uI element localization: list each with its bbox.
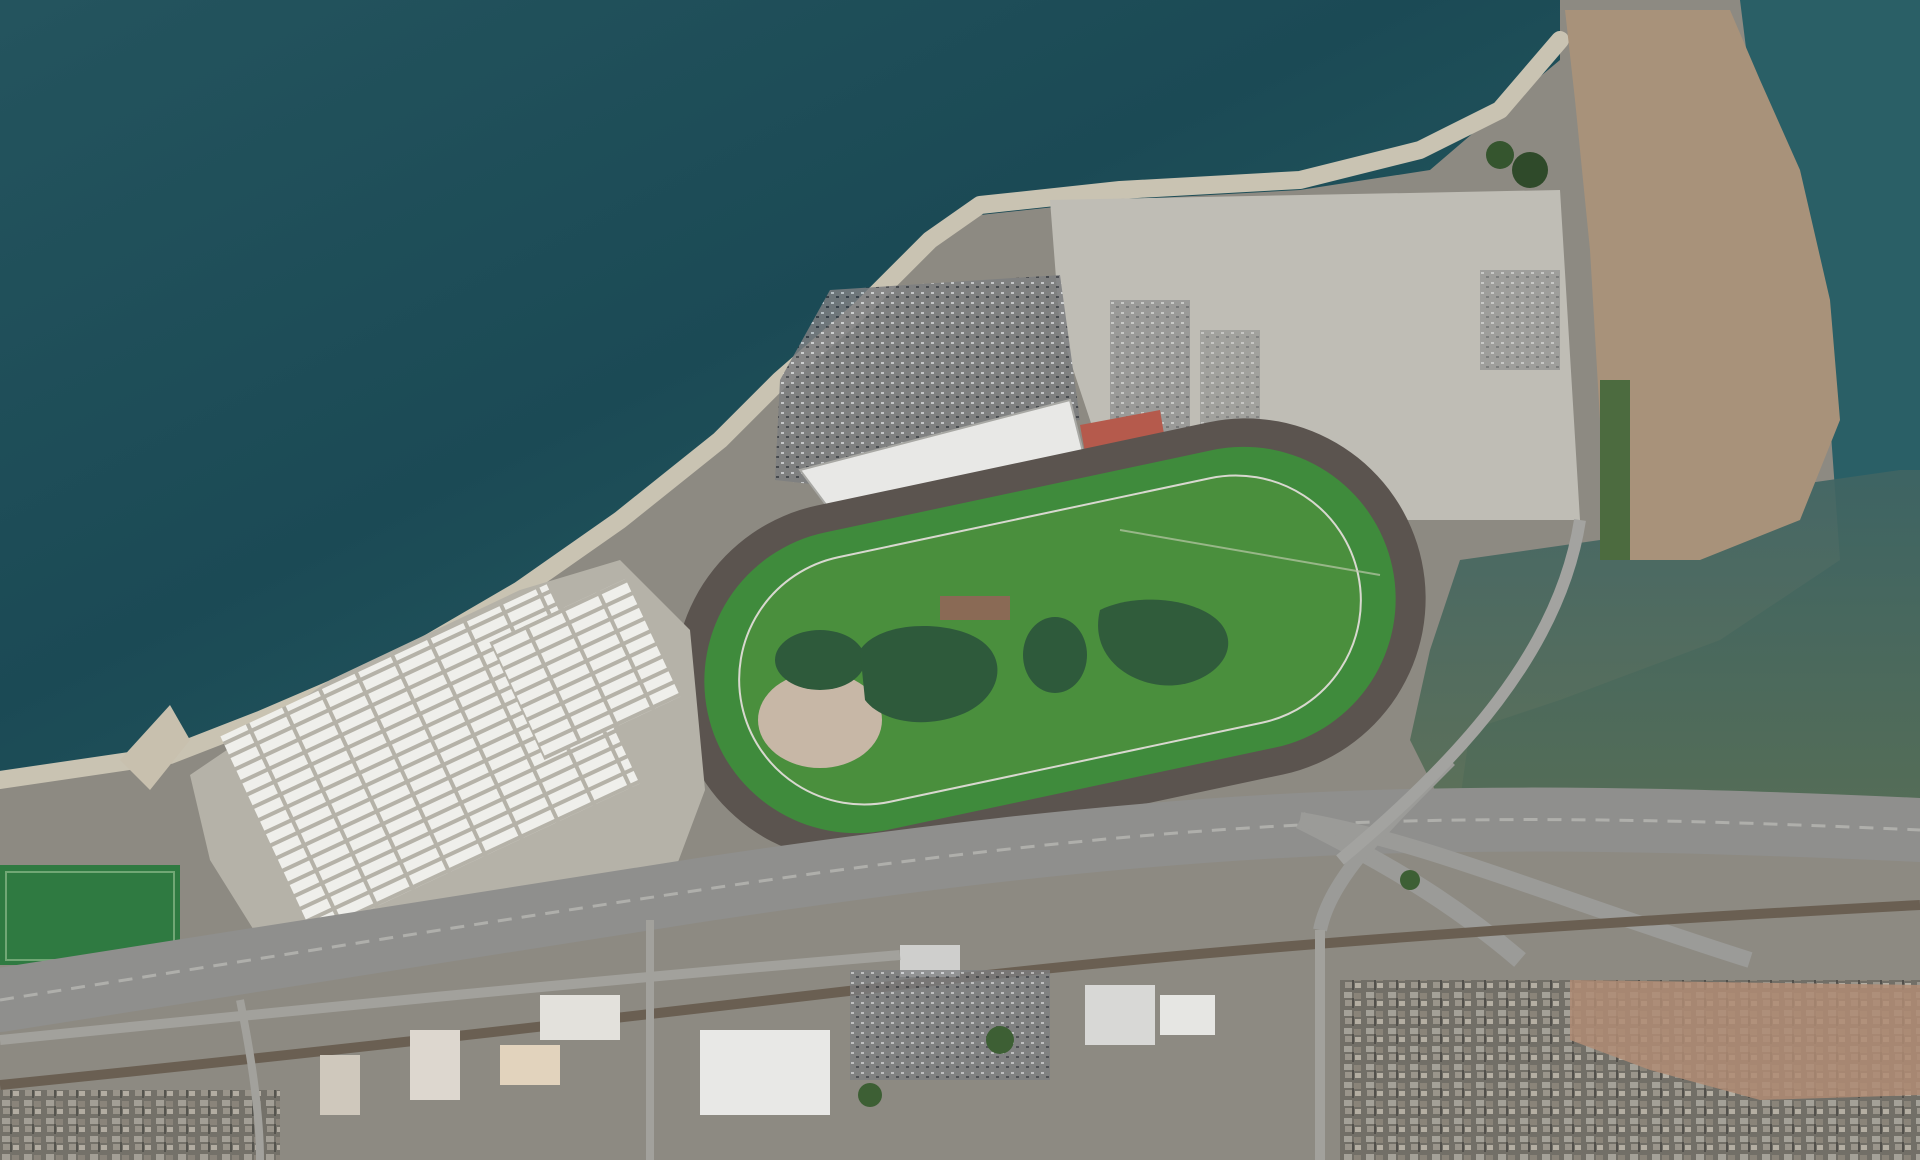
tree-cluster-4: [858, 1083, 882, 1107]
barn-grid-2: [489, 578, 681, 761]
marsh-wetland: [1410, 470, 1920, 830]
east-peninsula-field: [1565, 10, 1840, 560]
infield-pond-3: [1023, 617, 1087, 693]
south-parking-lot: [850, 970, 1050, 1080]
north-parking-cars-3: [1480, 270, 1560, 370]
commercial-building-2: [540, 995, 620, 1040]
tree-cluster-3: [986, 1026, 1014, 1054]
peninsula-trees: [1600, 380, 1630, 560]
stable-barns: [190, 560, 705, 940]
commercial-building-3: [410, 1030, 460, 1100]
commercial-building-7: [1160, 995, 1215, 1035]
surface-road-4: [236, 999, 264, 1160]
tan-open-land: [1570, 980, 1920, 1100]
commercial-building-4: [320, 1055, 360, 1115]
commercial-building-5: [500, 1045, 560, 1085]
infield-path: [1119, 529, 1381, 576]
commercial-building-large: [700, 1030, 830, 1115]
tree-cluster-5: [1400, 870, 1420, 890]
vegetation: [858, 141, 1548, 1107]
surface-road-1: [0, 950, 901, 1045]
interchange-ramp-4: [1336, 519, 1586, 865]
infield-pond-4: [1098, 599, 1229, 686]
commercial-building-6: [1085, 985, 1155, 1045]
infield-sand-area: [758, 672, 882, 768]
infield-pond-2: [860, 626, 998, 723]
tree-cluster-2: [1486, 141, 1514, 169]
interchange-ramp-2: [1298, 812, 1753, 968]
west-parking-lot: [775, 275, 1080, 485]
infield-buildings: [940, 596, 1010, 620]
infield-pond-1: [775, 630, 865, 690]
tree-cluster-1: [1512, 152, 1548, 188]
freeway-lanes: [0, 818, 1920, 1002]
jetty: [120, 705, 190, 790]
residential-blocks-west: [0, 1090, 280, 1160]
commercial-buildings: [320, 945, 1215, 1115]
